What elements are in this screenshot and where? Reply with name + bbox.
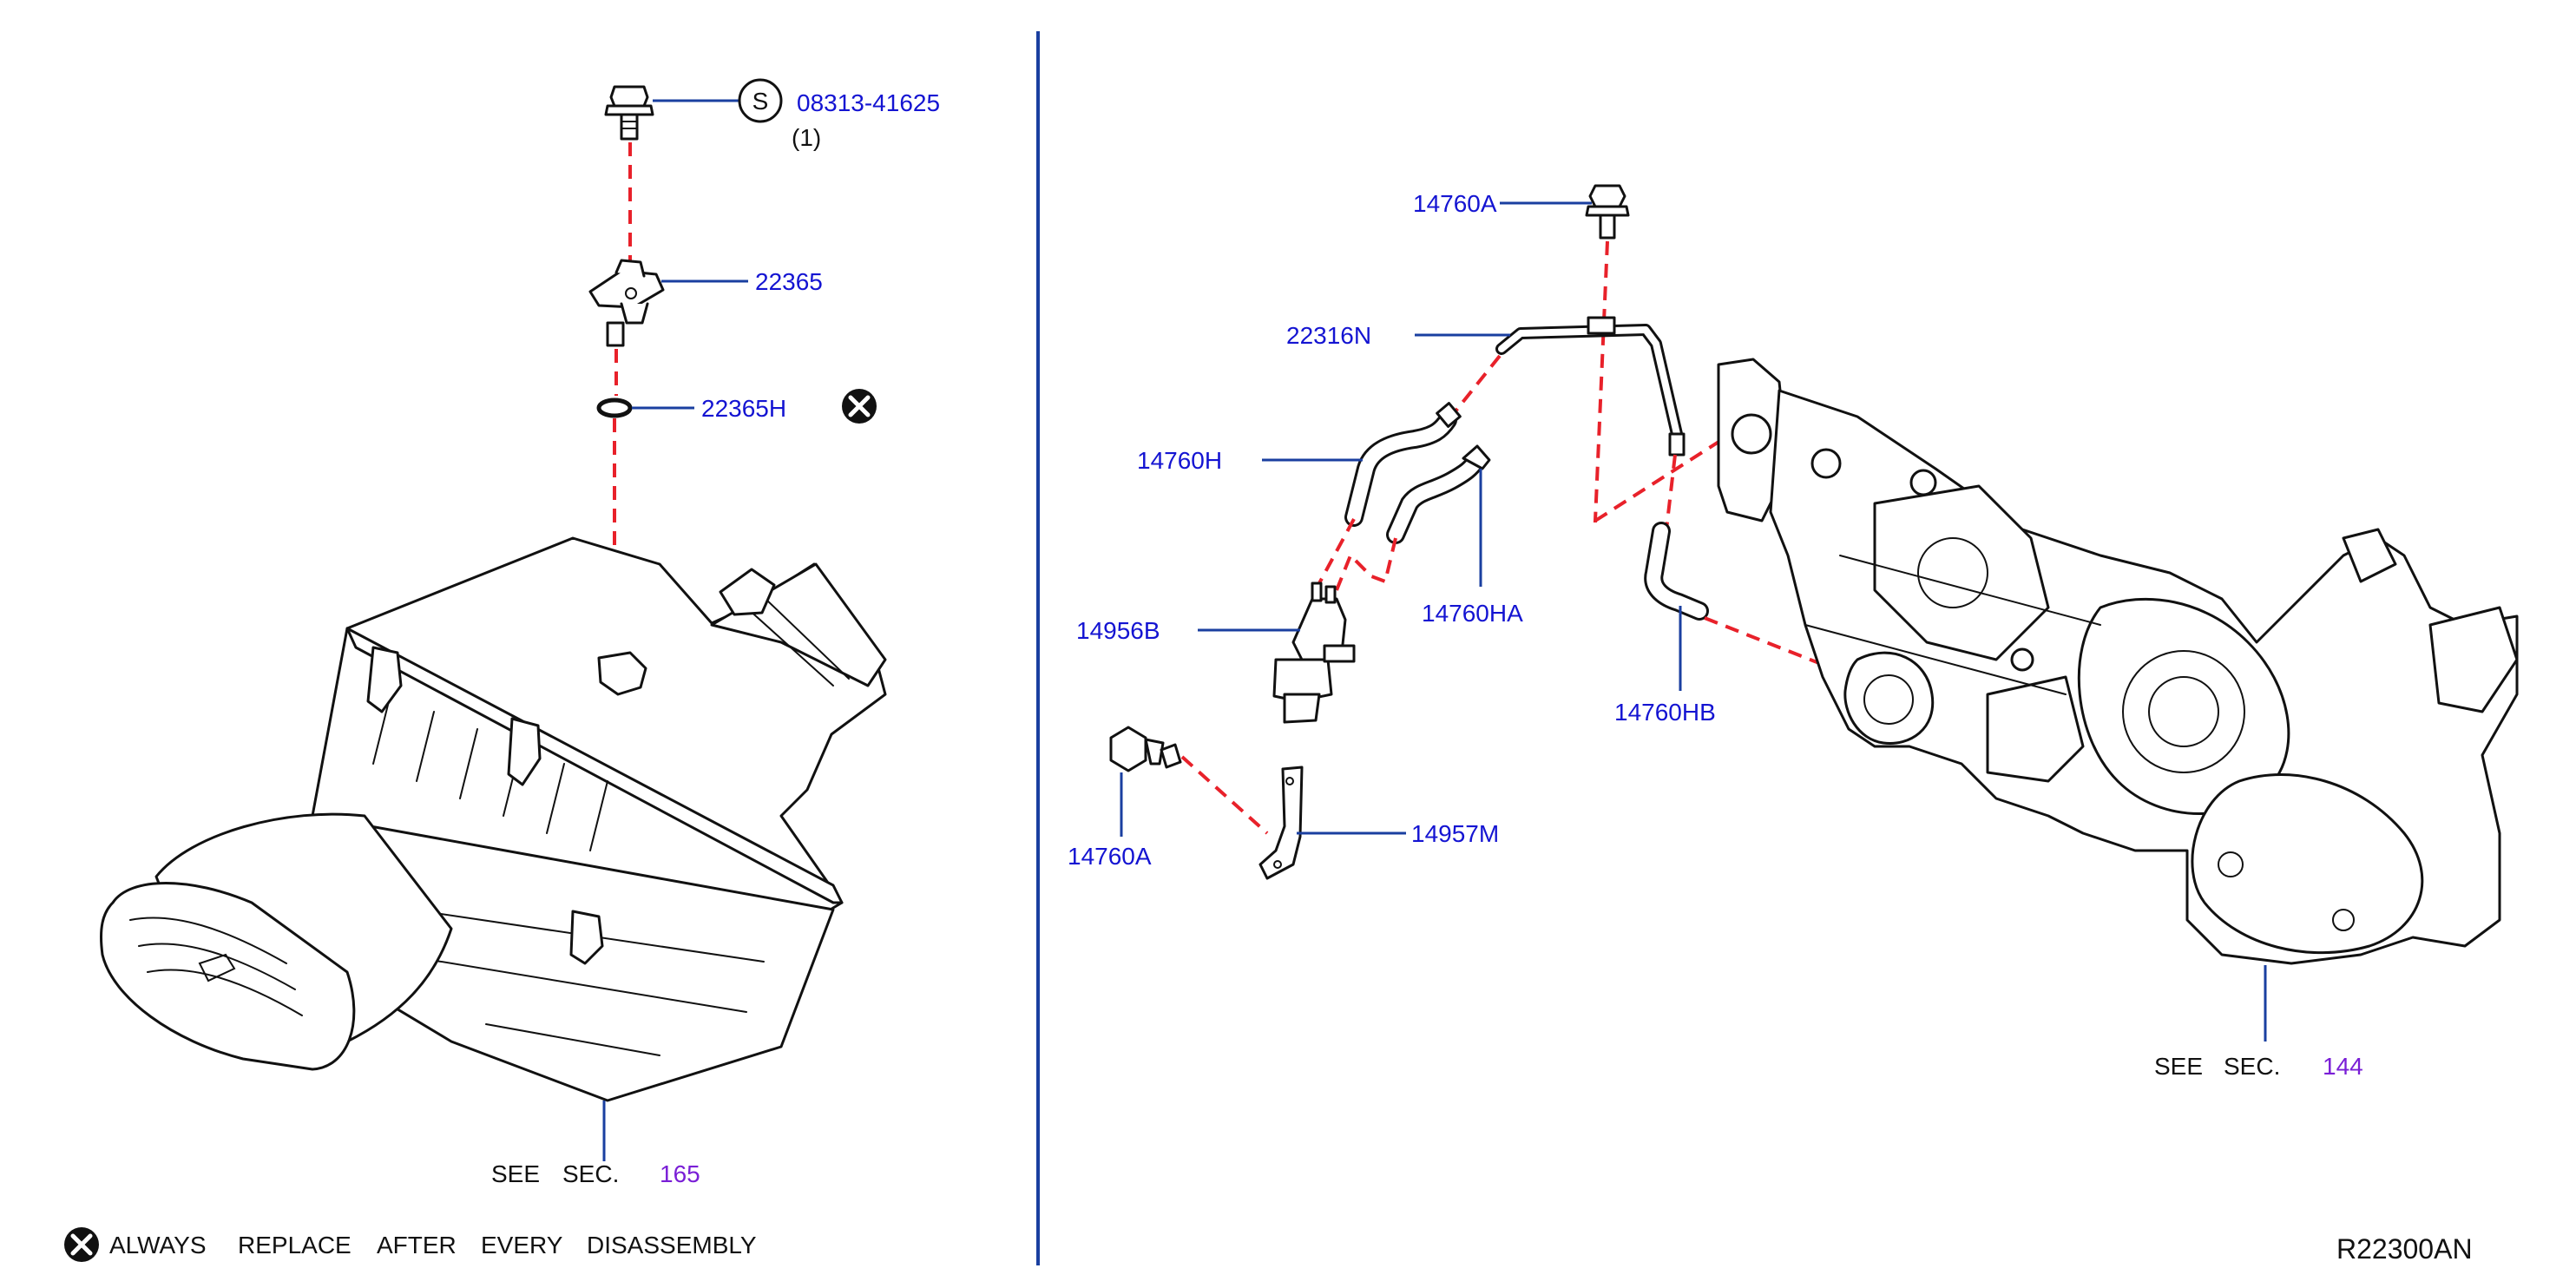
hose-14760ha-icon bbox=[1386, 444, 1491, 544]
callout-22365h: 22365H bbox=[701, 395, 786, 422]
see-sec-left-prefix: SEE bbox=[491, 1160, 540, 1187]
tube-22316n-icon bbox=[1495, 316, 1686, 457]
note-word-replace: REPLACE bbox=[238, 1232, 352, 1258]
bolt-08313-icon bbox=[604, 85, 654, 141]
air-cleaner-assembly-drawing bbox=[100, 536, 887, 1102]
svg-text:S: S bbox=[752, 88, 769, 115]
callout-14760h: 14760H bbox=[1137, 447, 1222, 474]
bolt-14760a-top-icon bbox=[1585, 184, 1630, 240]
callout-08313-41625: 08313-41625 bbox=[797, 89, 940, 116]
callout-14760hb: 14760HB bbox=[1614, 699, 1716, 726]
bracket-14957m-icon bbox=[1258, 766, 1304, 880]
note-word-disassembly: DISASSEMBLY bbox=[587, 1232, 757, 1258]
callout-14760a-bottom: 14760A bbox=[1068, 843, 1152, 870]
turbocharger-assembly-drawing bbox=[1717, 358, 2519, 965]
hose-14760h-icon bbox=[1344, 402, 1462, 527]
callout-14760a-top: 14760A bbox=[1413, 190, 1497, 217]
callout-14957m: 14957M bbox=[1411, 820, 1499, 847]
sensor-22365-icon bbox=[588, 259, 665, 347]
callout-22316n: 22316N bbox=[1286, 322, 1371, 349]
callout-14956b: 14956B bbox=[1076, 617, 1160, 644]
note-word-after: AFTER bbox=[377, 1232, 457, 1258]
replace-note-x-icon bbox=[64, 1227, 99, 1262]
standard-part-marker: S bbox=[738, 78, 783, 123]
see-sec-right-sec: SEC. bbox=[2224, 1053, 2280, 1080]
valve-14956b-icon bbox=[1272, 582, 1356, 724]
o-ring-22365h-icon bbox=[596, 398, 633, 418]
note-word-always: ALWAYS bbox=[109, 1232, 207, 1258]
callout-08313-qty: (1) bbox=[792, 124, 821, 151]
note-word-every: EVERY bbox=[481, 1232, 563, 1258]
hose-14760hb-icon bbox=[1644, 522, 1709, 621]
see-sec-right-number: 144 bbox=[2323, 1053, 2363, 1080]
see-sec-left-sec: SEC. bbox=[562, 1160, 619, 1187]
see-sec-left-number: 165 bbox=[660, 1160, 700, 1187]
callout-14760ha: 14760HA bbox=[1422, 600, 1523, 627]
callout-22365: 22365 bbox=[755, 268, 823, 295]
bolt-14760a-bottom-icon bbox=[1109, 726, 1182, 772]
diagram-code: R22300AN bbox=[2336, 1233, 2473, 1265]
see-sec-right-prefix: SEE bbox=[2154, 1053, 2203, 1080]
replace-x-icon bbox=[842, 389, 877, 424]
